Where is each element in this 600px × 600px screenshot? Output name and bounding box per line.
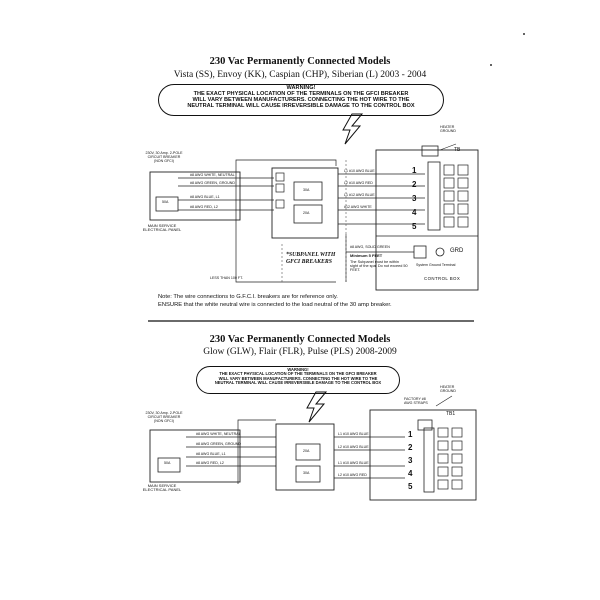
diagram1-warning-line1: THE EXACT PHYSICAL LOCATION OF THE TERMI… <box>193 90 409 97</box>
wire-label: #8 AWG RED, L2 <box>190 205 218 209</box>
main-panel-box <box>149 171 241 221</box>
distance-label: LESS THAN 100 FT. <box>210 276 243 280</box>
diagram1-warning-line3: NEUTRAL TERMINAL WILL CAUSE IRREVERSIBLE… <box>187 102 415 109</box>
factory-wire-label: FACTORY #8 AWG STRAPS <box>404 397 428 405</box>
wire-label: #8 AWG GREEN, GROUND <box>196 442 241 446</box>
wire-label: #8 AWG BLUE, L1 <box>190 195 220 199</box>
diagram1-warning-box: WARNING! THE EXACT PHYSICAL LOCATION OF … <box>158 84 444 116</box>
ground-wire-label: #8 AWG, SOLID GREEN <box>350 245 390 249</box>
lightning-bolt-icon <box>306 391 328 423</box>
inner-breaker: 30A <box>303 471 310 475</box>
wire-label: #8 AWG WHITE, NEUTRAL <box>196 432 241 436</box>
diagram2-title: 230 Vac Permanently Connected Models <box>209 334 391 345</box>
inner-breaker: 30A <box>303 188 310 192</box>
wire-label: #12 AWG WHITE <box>344 205 372 209</box>
circuit-breaker-label: 230V, 30 Amp. 2-POLE CIRCUIT BREAKER (NO… <box>145 411 183 423</box>
wire-label: L1 #10 AWG BLUE <box>338 432 369 436</box>
wire-label: L2 #10 AWG BLUE <box>338 445 369 449</box>
system-ground-label: System Ground Terminal <box>416 263 456 267</box>
main-panel-label: MAIN SERVICE ELECTRICAL PANEL <box>142 223 182 233</box>
control-box <box>369 409 477 501</box>
scan-mark <box>523 33 525 35</box>
diagram1-warning-heading: WARNING! <box>286 85 316 91</box>
wire-label: #8 AWG WHITE, NEUTRAL <box>190 173 235 177</box>
tb1-label: TB1 <box>446 411 456 417</box>
heater-ground-label: HEATER GROUND <box>440 125 456 133</box>
subpanel-box <box>275 423 335 491</box>
terminal-number: 2 <box>412 180 417 189</box>
lightning-bolt-icon <box>342 113 364 145</box>
terminal-number: 3 <box>412 194 417 203</box>
wire-label: L1 #10 AWG BLUE <box>344 169 375 173</box>
subpanel-box <box>271 167 339 239</box>
grd-label: GRD <box>450 248 464 254</box>
terminal-number: 2 <box>408 443 413 452</box>
ground-terminal-icon <box>435 247 445 257</box>
main-breaker <box>155 196 179 212</box>
terminal-number: 4 <box>408 469 413 478</box>
inner-breaker: 20A <box>303 211 310 215</box>
diagram1-title: 230 Vac Permanently Connected Models <box>209 56 391 67</box>
wire-label: L2 #10 AWG RED <box>338 473 367 477</box>
heater-ground-label: HEATER GROUND <box>440 385 456 393</box>
terminal-number: 4 <box>412 208 417 217</box>
diagram2-subtitle: Glow (GLW), Flair (FLR), Pulse (PLS) 200… <box>203 347 397 357</box>
main-breaker-rating: 50A <box>162 200 169 204</box>
terminal-number: 3 <box>408 456 413 465</box>
subpanel-distance-note: The Subpanel must be within sight of the… <box>350 260 408 273</box>
diagram2-warning-line2: WILL VARY BETWEEN MANUFACTURERS. CONNECT… <box>218 375 378 381</box>
tb-label: TB <box>454 147 461 153</box>
wire-label: #8 AWG BLUE, L1 <box>196 452 226 456</box>
scan-mark <box>490 64 492 66</box>
main-breaker-rating: 50A <box>164 461 171 465</box>
subpanel-label: *SUBPANEL WITH GFCI BREAKERS <box>286 252 336 265</box>
wire-label: L1 #12 AWG BLUE <box>344 193 375 197</box>
wire-label: #8 AWG GREEN, GROUND <box>190 181 235 185</box>
circuit-breaker-label: 230V, 30 Amp. 2-POLE CIRCUIT BREAKER (NO… <box>145 151 183 163</box>
terminal-number: 1 <box>408 430 413 439</box>
inner-breaker: 20A <box>303 449 310 453</box>
terminal-number: 1 <box>412 166 417 175</box>
diagram1-note2: ENSURE that the white neutral wire is co… <box>158 302 392 308</box>
control-box <box>375 149 479 291</box>
diagram1-note1: Note: The wire connections to G.F.C.I. b… <box>158 294 338 300</box>
diagram1-subtitle: Vista (SS), Envoy (KK), Caspian (CHP), S… <box>173 70 427 80</box>
diagram2-warning-box: WARNING! THE EXACT PHYSICAL LOCATION OF … <box>196 366 400 394</box>
control-box-label: CONTROL BOX <box>424 276 461 281</box>
wire-label: L2 #10 AWG RED <box>344 181 373 185</box>
diagram2-warning-heading: WARNING! <box>287 367 309 372</box>
wire-label: L1 #10 AWG BLUE <box>338 461 369 465</box>
main-panel-box <box>149 429 241 483</box>
diagram2-warning-line1: THE EXACT PHYSICAL LOCATION OF THE TERMI… <box>219 371 377 377</box>
terminal-number: 5 <box>412 222 417 231</box>
minimum-distance-note: Minimum 5 FEET <box>350 253 383 258</box>
wire-label: #8 AWG RED, L2 <box>196 461 224 465</box>
diagram1-warning-line2: WILL VARY BETWEEN MANUFACTURERS. CONNECT… <box>192 96 410 103</box>
terminal-number: 5 <box>408 482 413 491</box>
main-panel-label: MAIN SERVICE ELECTRICAL PANEL <box>142 483 182 493</box>
diagram2-warning-line3: NEUTRAL TERMINAL WILL CAUSE IRREVERSIBLE… <box>214 379 382 385</box>
